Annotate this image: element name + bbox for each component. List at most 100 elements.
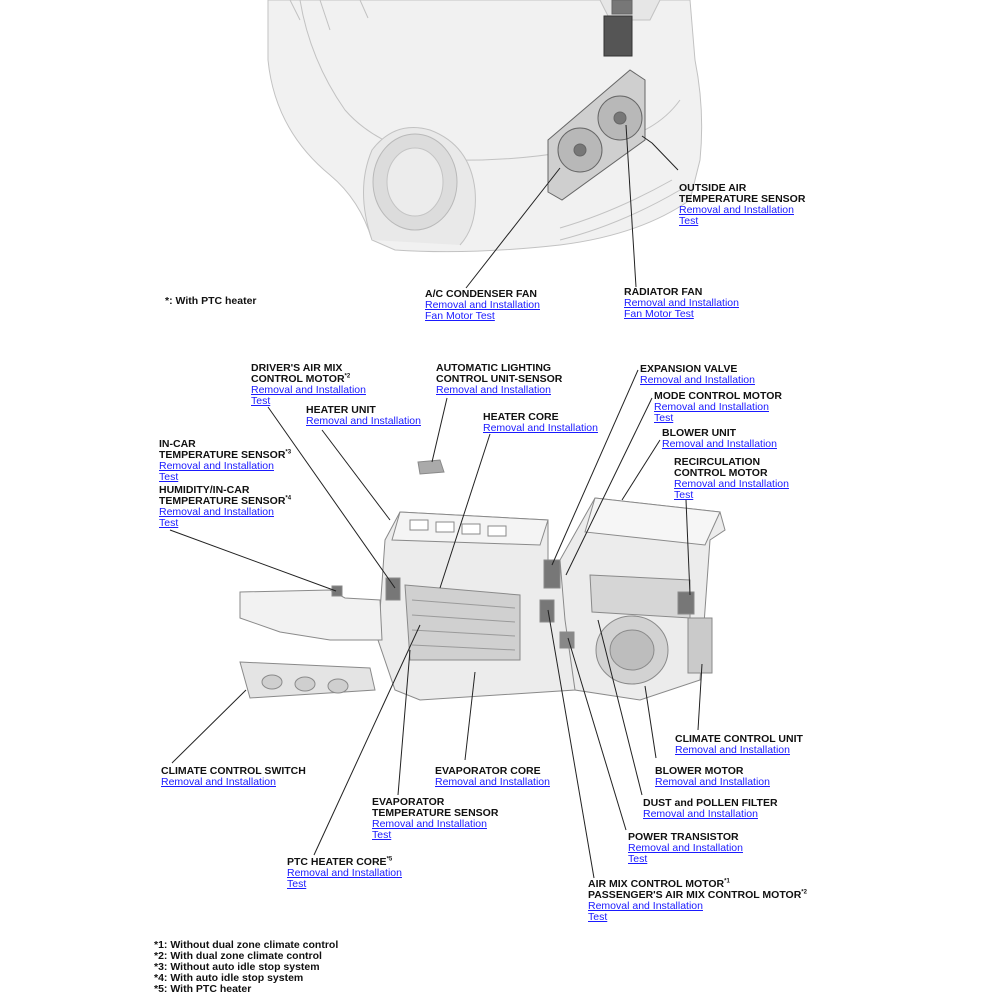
removal-and-installation-link[interactable]: Removal and Installation bbox=[425, 299, 540, 311]
removal-and-installation-link[interactable]: Removal and Installation bbox=[306, 415, 421, 427]
callout-title: TEMPERATURE SENSOR bbox=[372, 807, 499, 819]
removal-and-installation-link[interactable]: Removal and Installation bbox=[675, 744, 790, 756]
footnote-marker: *4 bbox=[285, 495, 292, 502]
callout-title: RECIRCULATION bbox=[674, 456, 761, 468]
callout-title: CONTROL MOTOR*2 bbox=[251, 373, 351, 385]
footnote-marker: *5 bbox=[386, 856, 393, 863]
removal-and-installation-link[interactable]: Removal and Installation bbox=[483, 422, 598, 434]
removal-and-installation-link[interactable]: Removal and Installation bbox=[161, 776, 276, 788]
callout-title: MODE CONTROL MOTOR bbox=[654, 390, 782, 402]
footnote: *1: Without dual zone climate control bbox=[154, 939, 339, 951]
footnote-marker: *3 bbox=[285, 449, 292, 456]
test-link[interactable]: Test bbox=[588, 911, 608, 923]
hvac-assembly-drawing bbox=[239, 459, 726, 701]
test-link[interactable]: Test bbox=[159, 471, 179, 483]
removal-and-installation-link[interactable]: Removal and Installation bbox=[159, 506, 274, 518]
test-link[interactable]: Test bbox=[251, 395, 271, 407]
removal-and-installation-link[interactable]: Removal and Installation bbox=[643, 808, 758, 820]
removal-and-installation-link[interactable]: Removal and Installation bbox=[674, 478, 789, 490]
removal-and-installation-link[interactable]: Removal and Installation bbox=[640, 374, 755, 386]
callout-title: TEMPERATURE SENSOR*4 bbox=[159, 495, 292, 507]
test-link[interactable]: Test bbox=[159, 517, 179, 529]
removal-and-installation-link[interactable]: Removal and Installation bbox=[655, 776, 770, 788]
leader-lines bbox=[169, 124, 703, 879]
callout-title: PTC HEATER CORE*5 bbox=[287, 856, 393, 868]
footnote-marker: *2 bbox=[801, 889, 807, 896]
footnote: *2: With dual zone climate control bbox=[154, 950, 322, 962]
test-link[interactable]: Test bbox=[628, 853, 648, 865]
removal-and-installation-link[interactable]: Removal and Installation bbox=[436, 384, 551, 396]
removal-and-installation-link[interactable]: Removal and Installation bbox=[251, 384, 366, 396]
footnote: *4: With auto idle stop system bbox=[154, 972, 304, 984]
removal-and-installation-link[interactable]: Removal and Installation bbox=[654, 401, 769, 413]
callout-title: PASSENGER'S AIR MIX CONTROL MOTOR*2 bbox=[588, 889, 807, 901]
ptc-heater-note: *: With PTC heater bbox=[165, 295, 257, 307]
removal-and-installation-link[interactable]: Removal and Installation bbox=[435, 776, 550, 788]
callout-title: RADIATOR FAN bbox=[624, 286, 703, 298]
test-link[interactable]: Test bbox=[287, 878, 307, 890]
radiator-fan-assembly bbox=[547, 0, 646, 201]
removal-and-installation-link[interactable]: Removal and Installation bbox=[159, 460, 274, 472]
callout-title: BLOWER MOTOR bbox=[655, 765, 744, 777]
footnote-marker: *1 bbox=[724, 878, 730, 885]
footnote: *5: With PTC heater bbox=[154, 983, 252, 995]
removal-and-installation-link[interactable]: Removal and Installation bbox=[679, 204, 794, 216]
removal-and-installation-link[interactable]: Removal and Installation bbox=[628, 842, 743, 854]
callout-title: OUTSIDE AIR bbox=[679, 182, 747, 194]
removal-and-installation-link[interactable]: Removal and Installation bbox=[662, 438, 777, 450]
callout-title: HEATER UNIT bbox=[306, 404, 376, 416]
footnote-marker: *2 bbox=[344, 373, 351, 380]
removal-and-installation-link[interactable]: Removal and Installation bbox=[287, 867, 402, 879]
removal-and-installation-link[interactable]: Removal and Installation bbox=[588, 900, 703, 912]
fan-motor-test-link[interactable]: Fan Motor Test bbox=[425, 310, 495, 322]
test-link[interactable]: Test bbox=[679, 215, 699, 227]
callout-title: DUST and POLLEN FILTER bbox=[643, 797, 778, 809]
removal-and-installation-link[interactable]: Removal and Installation bbox=[624, 297, 739, 309]
fan-motor-test-link[interactable]: Fan Motor Test bbox=[624, 308, 694, 320]
callout-title: HEATER CORE bbox=[483, 411, 559, 423]
callout-title: CLIMATE CONTROL UNIT bbox=[675, 733, 803, 745]
callout-title: AIR MIX CONTROL MOTOR*1 bbox=[588, 878, 730, 890]
test-link[interactable]: Test bbox=[372, 829, 392, 841]
callout-title: CONTROL MOTOR bbox=[674, 467, 768, 479]
callout-title: IN-CAR bbox=[159, 438, 196, 450]
footnote: *3: Without auto idle stop system bbox=[154, 961, 320, 973]
callout-title: EXPANSION VALVE bbox=[640, 363, 738, 375]
callout-title: EVAPORATOR bbox=[372, 796, 445, 808]
callout-title: TEMPERATURE SENSOR bbox=[679, 193, 806, 205]
test-link[interactable]: Test bbox=[654, 412, 674, 424]
footnotes: *1: Without dual zone climate control *2… bbox=[154, 940, 338, 995]
callout-title: HUMIDITY/IN-CAR bbox=[159, 484, 250, 496]
callout-title: CLIMATE CONTROL SWITCH bbox=[161, 765, 306, 777]
vehicle-front-drawing bbox=[267, 0, 703, 253]
callout-title: CONTROL UNIT-SENSOR bbox=[436, 373, 563, 385]
callout-title: BLOWER UNIT bbox=[662, 427, 737, 439]
callout-title: POWER TRANSISTOR bbox=[628, 831, 739, 843]
removal-and-installation-link[interactable]: Removal and Installation bbox=[372, 818, 487, 830]
test-link[interactable]: Test bbox=[674, 489, 694, 501]
callout-title: DRIVER'S AIR MIX bbox=[251, 362, 343, 374]
callout-title: AUTOMATIC LIGHTING bbox=[436, 362, 552, 374]
